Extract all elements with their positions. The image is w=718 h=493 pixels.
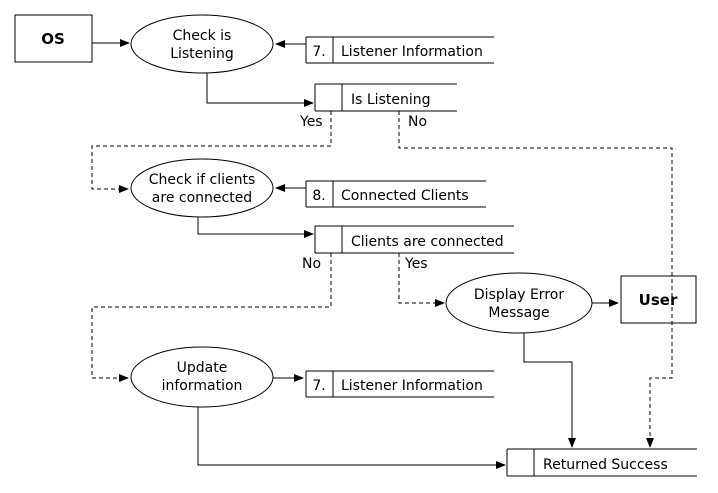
process-check-clients-line1: Check if clients	[149, 172, 256, 188]
entity-user-label: User	[639, 291, 678, 309]
flow-no-to-returned-success	[398, 111, 673, 448]
flow-yes-to-check-clients	[91, 111, 332, 193]
entity-os-label: OS	[41, 30, 65, 48]
store-listener-info-bottom-name: Listener Information	[341, 378, 483, 394]
store-listener-info-top: 7. Listener Information	[305, 36, 494, 64]
store-is-listening: Is Listening	[314, 83, 457, 112]
store-listener-info-top-name: Listener Information	[341, 44, 483, 60]
label-yes-clients: Yes	[404, 256, 428, 272]
process-update-info-line1: Update	[177, 360, 228, 376]
label-yes-listening: Yes	[299, 114, 323, 130]
store-returned-success-name: Returned Success	[543, 457, 668, 473]
process-check-listening-line2: Listening	[170, 46, 234, 62]
store-clients-connected-name: Clients are connected	[351, 234, 504, 250]
store-connected-clients-name: Connected Clients	[341, 188, 469, 204]
process-check-clients-line2: are connected	[152, 190, 252, 206]
store-listener-info-bottom: 7. Listener Information	[305, 370, 494, 398]
store-clients-connected: Clients are connected	[314, 225, 514, 254]
process-display-error: Display Error Message	[445, 272, 593, 334]
process-update-info-line2: information	[162, 378, 243, 394]
store-listener-info-top-num: 7.	[312, 44, 325, 60]
process-check-clients: Check if clients are connected	[130, 158, 274, 218]
entity-user: User	[620, 275, 697, 324]
flow-update-info-to-returned-success	[197, 407, 506, 469]
store-returned-success: Returned Success	[506, 448, 697, 477]
label-no-clients: No	[302, 256, 321, 272]
entity-os: OS	[14, 14, 93, 63]
store-is-listening-name: Is Listening	[351, 92, 430, 108]
process-check-listening-line1: Check is	[173, 28, 232, 44]
process-display-error-line2: Message	[488, 305, 549, 321]
flow-display-error-to-returned-success	[523, 333, 576, 448]
flow-no-to-update-info	[91, 253, 332, 382]
label-no-listening: No	[408, 114, 427, 130]
store-connected-clients: 8. Connected Clients	[305, 180, 486, 208]
store-listener-info-bottom-num: 7.	[312, 378, 325, 394]
flow-check-listening-to-is-listening	[206, 73, 314, 107]
flow-yes-to-display-error	[398, 253, 445, 307]
store-connected-clients-num: 8.	[312, 188, 325, 204]
process-update-info: Update information	[130, 346, 274, 408]
flow-check-clients-to-clients-connected	[197, 217, 314, 238]
process-display-error-line1: Display Error	[474, 287, 564, 303]
process-check-listening: Check is Listening	[130, 14, 274, 74]
